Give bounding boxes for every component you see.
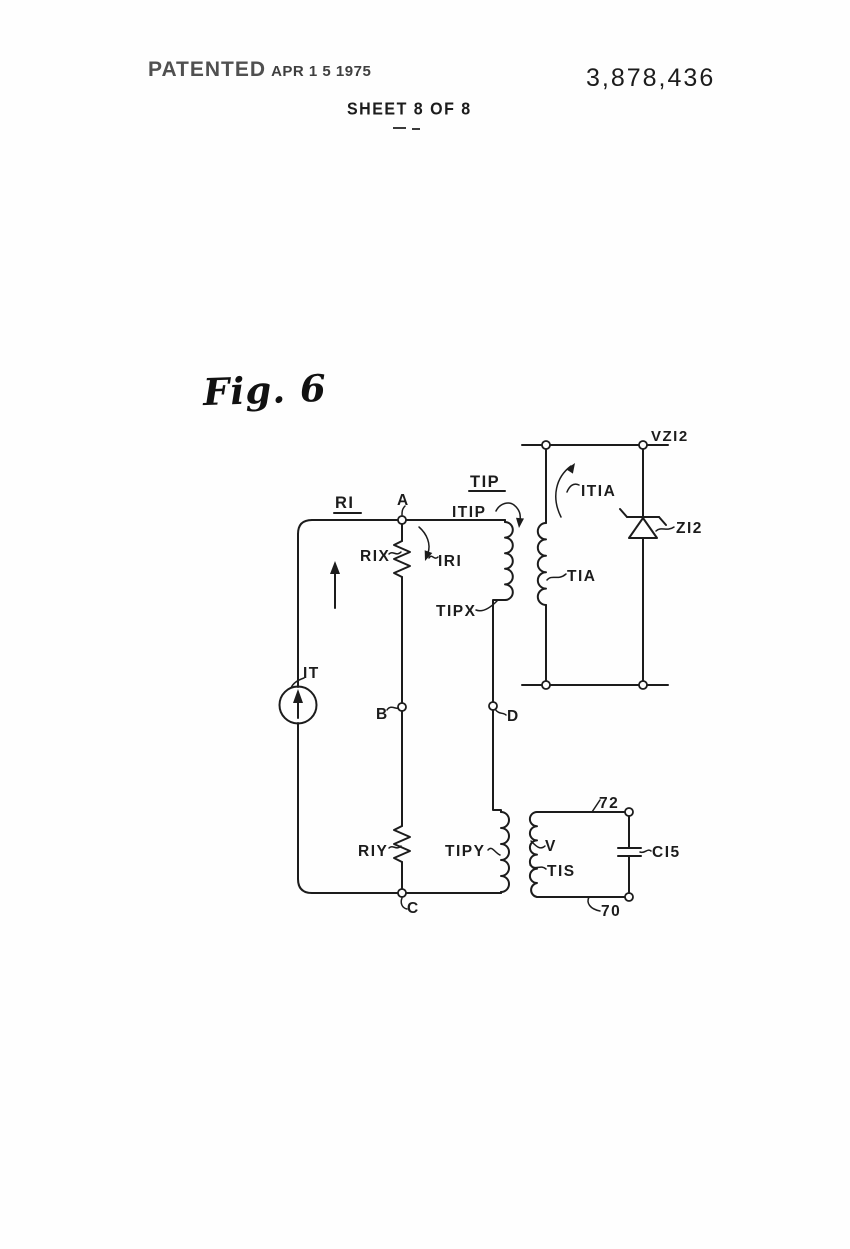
label-rix: RIX bbox=[360, 548, 390, 565]
wire-corner-topleft bbox=[297, 519, 313, 535]
current-source-it bbox=[278, 677, 318, 725]
patented-word: PATENTED bbox=[148, 58, 267, 81]
node-terminal-72 bbox=[624, 807, 634, 817]
label-riy: RIY bbox=[358, 843, 388, 860]
tis-block bbox=[528, 799, 652, 912]
label-it: IT bbox=[303, 665, 320, 682]
coil-tis bbox=[528, 811, 538, 898]
label-node-c: C bbox=[407, 900, 420, 917]
d-label-leader bbox=[494, 708, 507, 716]
iri-arrow-curve bbox=[418, 526, 430, 554]
resistor-rix bbox=[393, 540, 411, 578]
patent-number: 3,878,436 bbox=[586, 64, 716, 92]
t70-leader bbox=[587, 896, 601, 912]
label-tip: TIP bbox=[470, 473, 500, 491]
patented-date: APR 1 5 1975 bbox=[271, 63, 372, 80]
connection-nodes bbox=[397, 440, 648, 902]
tipy-label-leader bbox=[487, 847, 501, 856]
riy-label-leader bbox=[388, 845, 402, 849]
tia-loop bbox=[521, 444, 669, 686]
tipx-label-leader bbox=[475, 600, 498, 612]
iri-arrowhead bbox=[424, 550, 433, 561]
coil-tipy bbox=[500, 811, 510, 893]
itia-arrow-curve bbox=[555, 465, 572, 518]
label-node-b: B bbox=[376, 706, 389, 723]
label-node-d: D bbox=[507, 708, 520, 725]
node-terminal-70 bbox=[624, 892, 634, 902]
node-c bbox=[397, 888, 407, 898]
sheet-label: SHEET 8 OF 8 bbox=[347, 100, 472, 119]
label-itia: ITIA bbox=[581, 483, 616, 500]
node-a bbox=[397, 515, 407, 525]
zener-triangle bbox=[628, 517, 658, 539]
node-z12-bottom bbox=[638, 680, 648, 690]
resistor-riy bbox=[393, 825, 411, 863]
label-v: V bbox=[545, 838, 557, 855]
a-label-leader bbox=[401, 505, 406, 516]
label-tipy: TIPY bbox=[445, 843, 485, 860]
tia-label-leader bbox=[546, 573, 567, 581]
sheet-underline-tick bbox=[393, 127, 406, 129]
label-tipx: TIPX bbox=[436, 603, 476, 620]
iri-label-squiggle bbox=[428, 555, 439, 559]
wire-d-to-tipy bbox=[492, 709, 502, 813]
sheet-underline-tick bbox=[412, 128, 420, 130]
label-leaders bbox=[333, 490, 507, 910]
label-iri: IRI bbox=[438, 553, 462, 570]
itia-arrowhead bbox=[566, 463, 575, 474]
itip-arrow-curve bbox=[495, 502, 521, 521]
c-label-leader bbox=[400, 897, 408, 910]
schematic-labels: RI A TIP ITIP RIX IRI TIPX IT B D RIY TI… bbox=[303, 428, 703, 920]
label-ri: RI bbox=[335, 494, 355, 512]
node-z12-top bbox=[638, 440, 648, 450]
wire-corner-bottomleft bbox=[297, 878, 313, 894]
label-z12: ZI2 bbox=[676, 520, 703, 537]
label-tis: TIS bbox=[547, 863, 576, 880]
node-tia-bottom bbox=[541, 680, 551, 690]
main-loop-wires bbox=[297, 519, 506, 894]
node-d bbox=[488, 701, 498, 711]
label-itip: ITIP bbox=[452, 504, 486, 521]
coil-tia bbox=[536, 522, 547, 606]
current-arrows bbox=[330, 463, 580, 609]
label-c15: CI5 bbox=[652, 844, 681, 861]
z12-label-leader bbox=[655, 526, 675, 532]
tis-label-leader bbox=[529, 864, 547, 870]
v-label-leader bbox=[530, 840, 546, 849]
ri-branch bbox=[393, 523, 411, 890]
zener-bar-tick-right bbox=[658, 516, 667, 526]
t72-leader bbox=[591, 799, 601, 813]
itip-arrowhead bbox=[516, 517, 524, 528]
coil-tipx bbox=[504, 521, 514, 601]
label-node-a: A bbox=[397, 492, 410, 509]
current-source-arrowhead bbox=[293, 689, 303, 703]
loop-arrowhead bbox=[330, 561, 340, 574]
label-terminal-70: 70 bbox=[601, 903, 621, 920]
node-b bbox=[397, 702, 407, 712]
zener-bar-tick-left bbox=[619, 508, 628, 518]
node-tia-top bbox=[541, 440, 551, 450]
current-source-circle bbox=[278, 685, 318, 725]
label-vz12: VZI2 bbox=[651, 428, 689, 445]
label-tia: TIA bbox=[567, 568, 596, 585]
wire-tipx-to-d bbox=[492, 599, 506, 703]
it-label-leader bbox=[290, 677, 305, 689]
zener-z12 bbox=[619, 444, 675, 686]
c15-label-leader bbox=[639, 849, 652, 854]
itia-label-hook bbox=[566, 483, 580, 493]
rix-label-leader bbox=[388, 551, 402, 555]
label-terminal-72: 72 bbox=[599, 795, 619, 812]
tip-branch bbox=[492, 519, 514, 894]
